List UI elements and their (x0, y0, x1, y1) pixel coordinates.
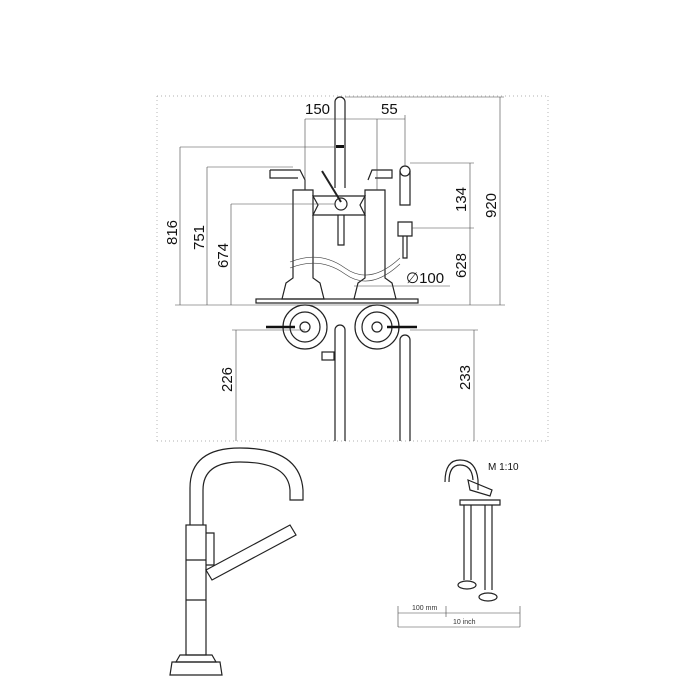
dim-diameter-100: ∅100 (406, 270, 444, 287)
scale-label: M 1:10 (488, 462, 519, 473)
dim-920: 920 (483, 193, 500, 218)
dim-816: 816 (164, 220, 181, 245)
scale-imperial-label: 10 inch (453, 619, 476, 626)
dimension-lines (175, 96, 505, 441)
dim-674: 674 (215, 243, 232, 268)
dim-150: 150 (305, 101, 330, 118)
drawing-frame (156, 95, 549, 442)
dim-226: 226 (219, 367, 236, 392)
scale-bar (397, 606, 521, 628)
scale-metric-label: 100 mm (412, 605, 437, 612)
dim-628: 628 (453, 253, 470, 278)
perspective-view (444, 459, 501, 602)
dim-751: 751 (191, 225, 208, 250)
plan-view (266, 304, 417, 441)
front-elevation (255, 96, 419, 304)
side-view (169, 447, 304, 676)
dim-233: 233 (457, 365, 474, 390)
dim-55: 55 (381, 101, 398, 118)
dim-134: 134 (453, 187, 470, 212)
